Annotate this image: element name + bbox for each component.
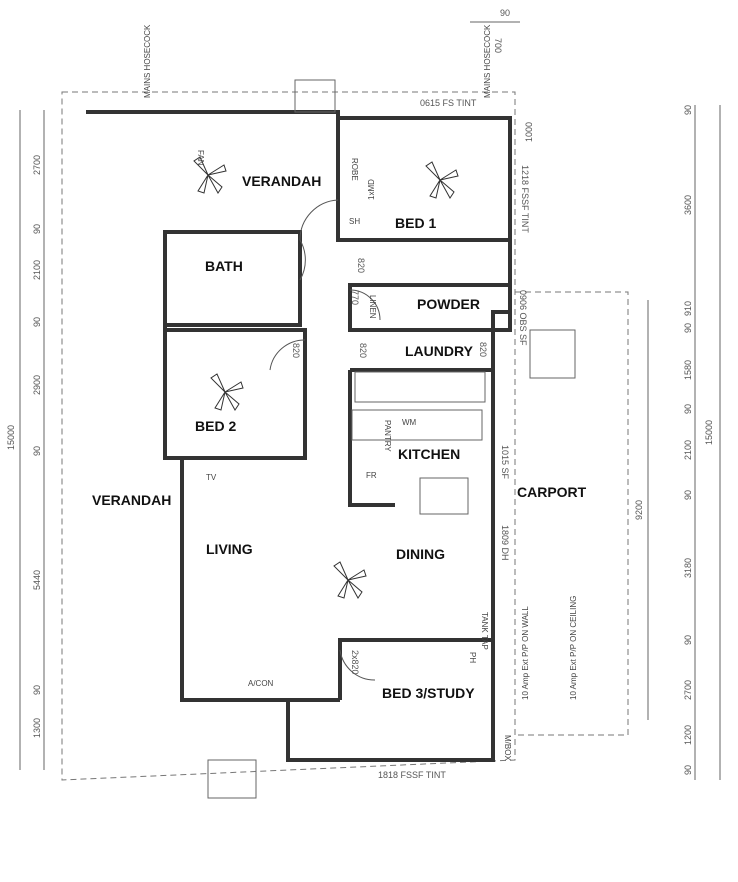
dim-door-820-d: 820 <box>478 342 488 357</box>
dim-window-0615: 0615 FS TINT <box>420 98 477 108</box>
dim-door-2x820: 2x820 <box>350 650 360 675</box>
powder-wall <box>348 283 512 332</box>
dim-door-820-c: 820 <box>358 343 368 358</box>
door-bed3 <box>339 649 376 681</box>
room-label-verandah-top: VERANDAH <box>242 173 321 189</box>
laundry-wall <box>350 328 495 372</box>
room-label-bed3: BED 3/STUDY <box>382 685 475 701</box>
label-ac: A/CON <box>248 679 274 688</box>
dim-right-1: 3600 <box>683 195 693 215</box>
label-hosecock-top: MAINS HOSECOCK <box>143 24 152 98</box>
dim-left-3: 90 <box>32 317 42 327</box>
dim-right-carport: 9200 <box>634 500 644 520</box>
laundry-bench <box>354 371 486 403</box>
dim-right-3: 90 <box>683 323 693 333</box>
room-label-bath: BATH <box>205 258 243 274</box>
label-m-box: M/BOX <box>503 735 512 761</box>
kitchen-wall <box>348 370 395 507</box>
dim-right-4: 1580 <box>683 360 693 380</box>
room-label-living: LIVING <box>206 541 253 557</box>
label-fan: FAN <box>196 150 205 166</box>
dim-window-1015: 1015 SF <box>500 445 510 480</box>
dim-left-8: 1300 <box>32 718 42 738</box>
dim-right-12: 90 <box>683 765 693 775</box>
fan-icon <box>333 561 367 599</box>
dim-window-0906: 0906 OBS SF <box>518 290 528 346</box>
room-label-dining: DINING <box>396 546 445 562</box>
kitchen-island <box>419 477 469 515</box>
carport-boundary <box>515 291 629 736</box>
label-ext-ceiling: 10 Amp Ext P/P ON CEILING <box>569 596 578 700</box>
dim-top-90: 90 <box>500 8 510 18</box>
dim-door-820-b: 820 <box>291 343 301 358</box>
dim-right-2: 910 <box>683 301 693 316</box>
label-hosecock-right: MAINS HOSECOCK <box>483 24 492 98</box>
dim-right-9: 90 <box>683 635 693 645</box>
label-fr: FR <box>366 471 377 480</box>
room-label-powder: POWDER <box>417 296 480 312</box>
steps-top <box>294 79 336 113</box>
dim-left-1: 90 <box>32 224 42 234</box>
dim-left-2: 2100 <box>32 260 42 280</box>
steps-laundry <box>529 329 576 379</box>
dim-right-11: 1200 <box>683 725 693 745</box>
house-outer-wall <box>86 110 512 762</box>
label-linen: LINEN <box>368 295 377 319</box>
bed2-wall <box>165 328 307 460</box>
dim-left-7: 90 <box>32 685 42 695</box>
dim-door-770: 770 <box>350 290 360 305</box>
dim-left-5: 90 <box>32 446 42 456</box>
label-1xmd: 1xMD <box>367 179 376 200</box>
bath-wall <box>165 230 302 327</box>
bed3-wall <box>338 638 493 700</box>
room-label-verandah-left: VERANDAH <box>92 492 171 508</box>
room-label-bed2: BED 2 <box>195 418 236 434</box>
room-label-kitchen: KITCHEN <box>398 446 460 462</box>
label-robe: ROBE <box>350 158 359 181</box>
dim-right-6: 2100 <box>683 440 693 460</box>
door-bath <box>299 239 306 281</box>
dim-right-5: 90 <box>683 404 693 414</box>
dim-right-10: 2700 <box>683 680 693 700</box>
room-label-bed1: BED 1 <box>395 215 436 231</box>
room-label-carport: CARPORT <box>517 484 587 500</box>
dim-left-4: 2900 <box>32 375 42 395</box>
label-pantry: PANTRY <box>383 420 392 452</box>
door-powder <box>349 289 381 321</box>
kitchen-bench <box>351 409 483 441</box>
dim-left-total: 15000 <box>6 425 16 450</box>
label-ext-wall: 10 Amp Ext P/P ON WALL <box>521 606 530 700</box>
dim-left-6: 5440 <box>32 570 42 590</box>
bed1-wall <box>336 118 508 242</box>
dim-door-820-a: 820 <box>356 258 366 273</box>
door-bed2 <box>269 339 306 371</box>
dim-right-8: 3180 <box>683 558 693 578</box>
label-sh: SH <box>349 217 360 226</box>
dim-window-1000: 1000 <box>524 122 534 142</box>
label-ph: PH <box>468 652 477 663</box>
verandah-boundary <box>61 91 516 781</box>
label-wm: WM <box>402 418 417 427</box>
label-tank-tap: TANK TAP <box>480 612 489 650</box>
dim-window-1818: 1818 FSSF TINT <box>378 770 446 780</box>
fan-icon <box>425 161 459 199</box>
door-bed1 <box>299 199 339 241</box>
label-tv: TV <box>206 473 217 482</box>
dim-right-7: 90 <box>683 490 693 500</box>
dim-top-700: 700 <box>493 38 503 53</box>
dim-window-1218: 1218 FSSF TINT <box>520 165 530 233</box>
dim-right-total: 15000 <box>704 420 714 445</box>
dim-right-0: 90 <box>683 105 693 115</box>
fan-icon <box>193 156 227 194</box>
dim-left-0: 2700 <box>32 155 42 175</box>
steps-bottom <box>207 759 257 799</box>
room-label-laundry: LAUNDRY <box>405 343 474 359</box>
fan-icon <box>210 373 244 411</box>
dim-window-1809: 1809 DH <box>500 525 510 561</box>
